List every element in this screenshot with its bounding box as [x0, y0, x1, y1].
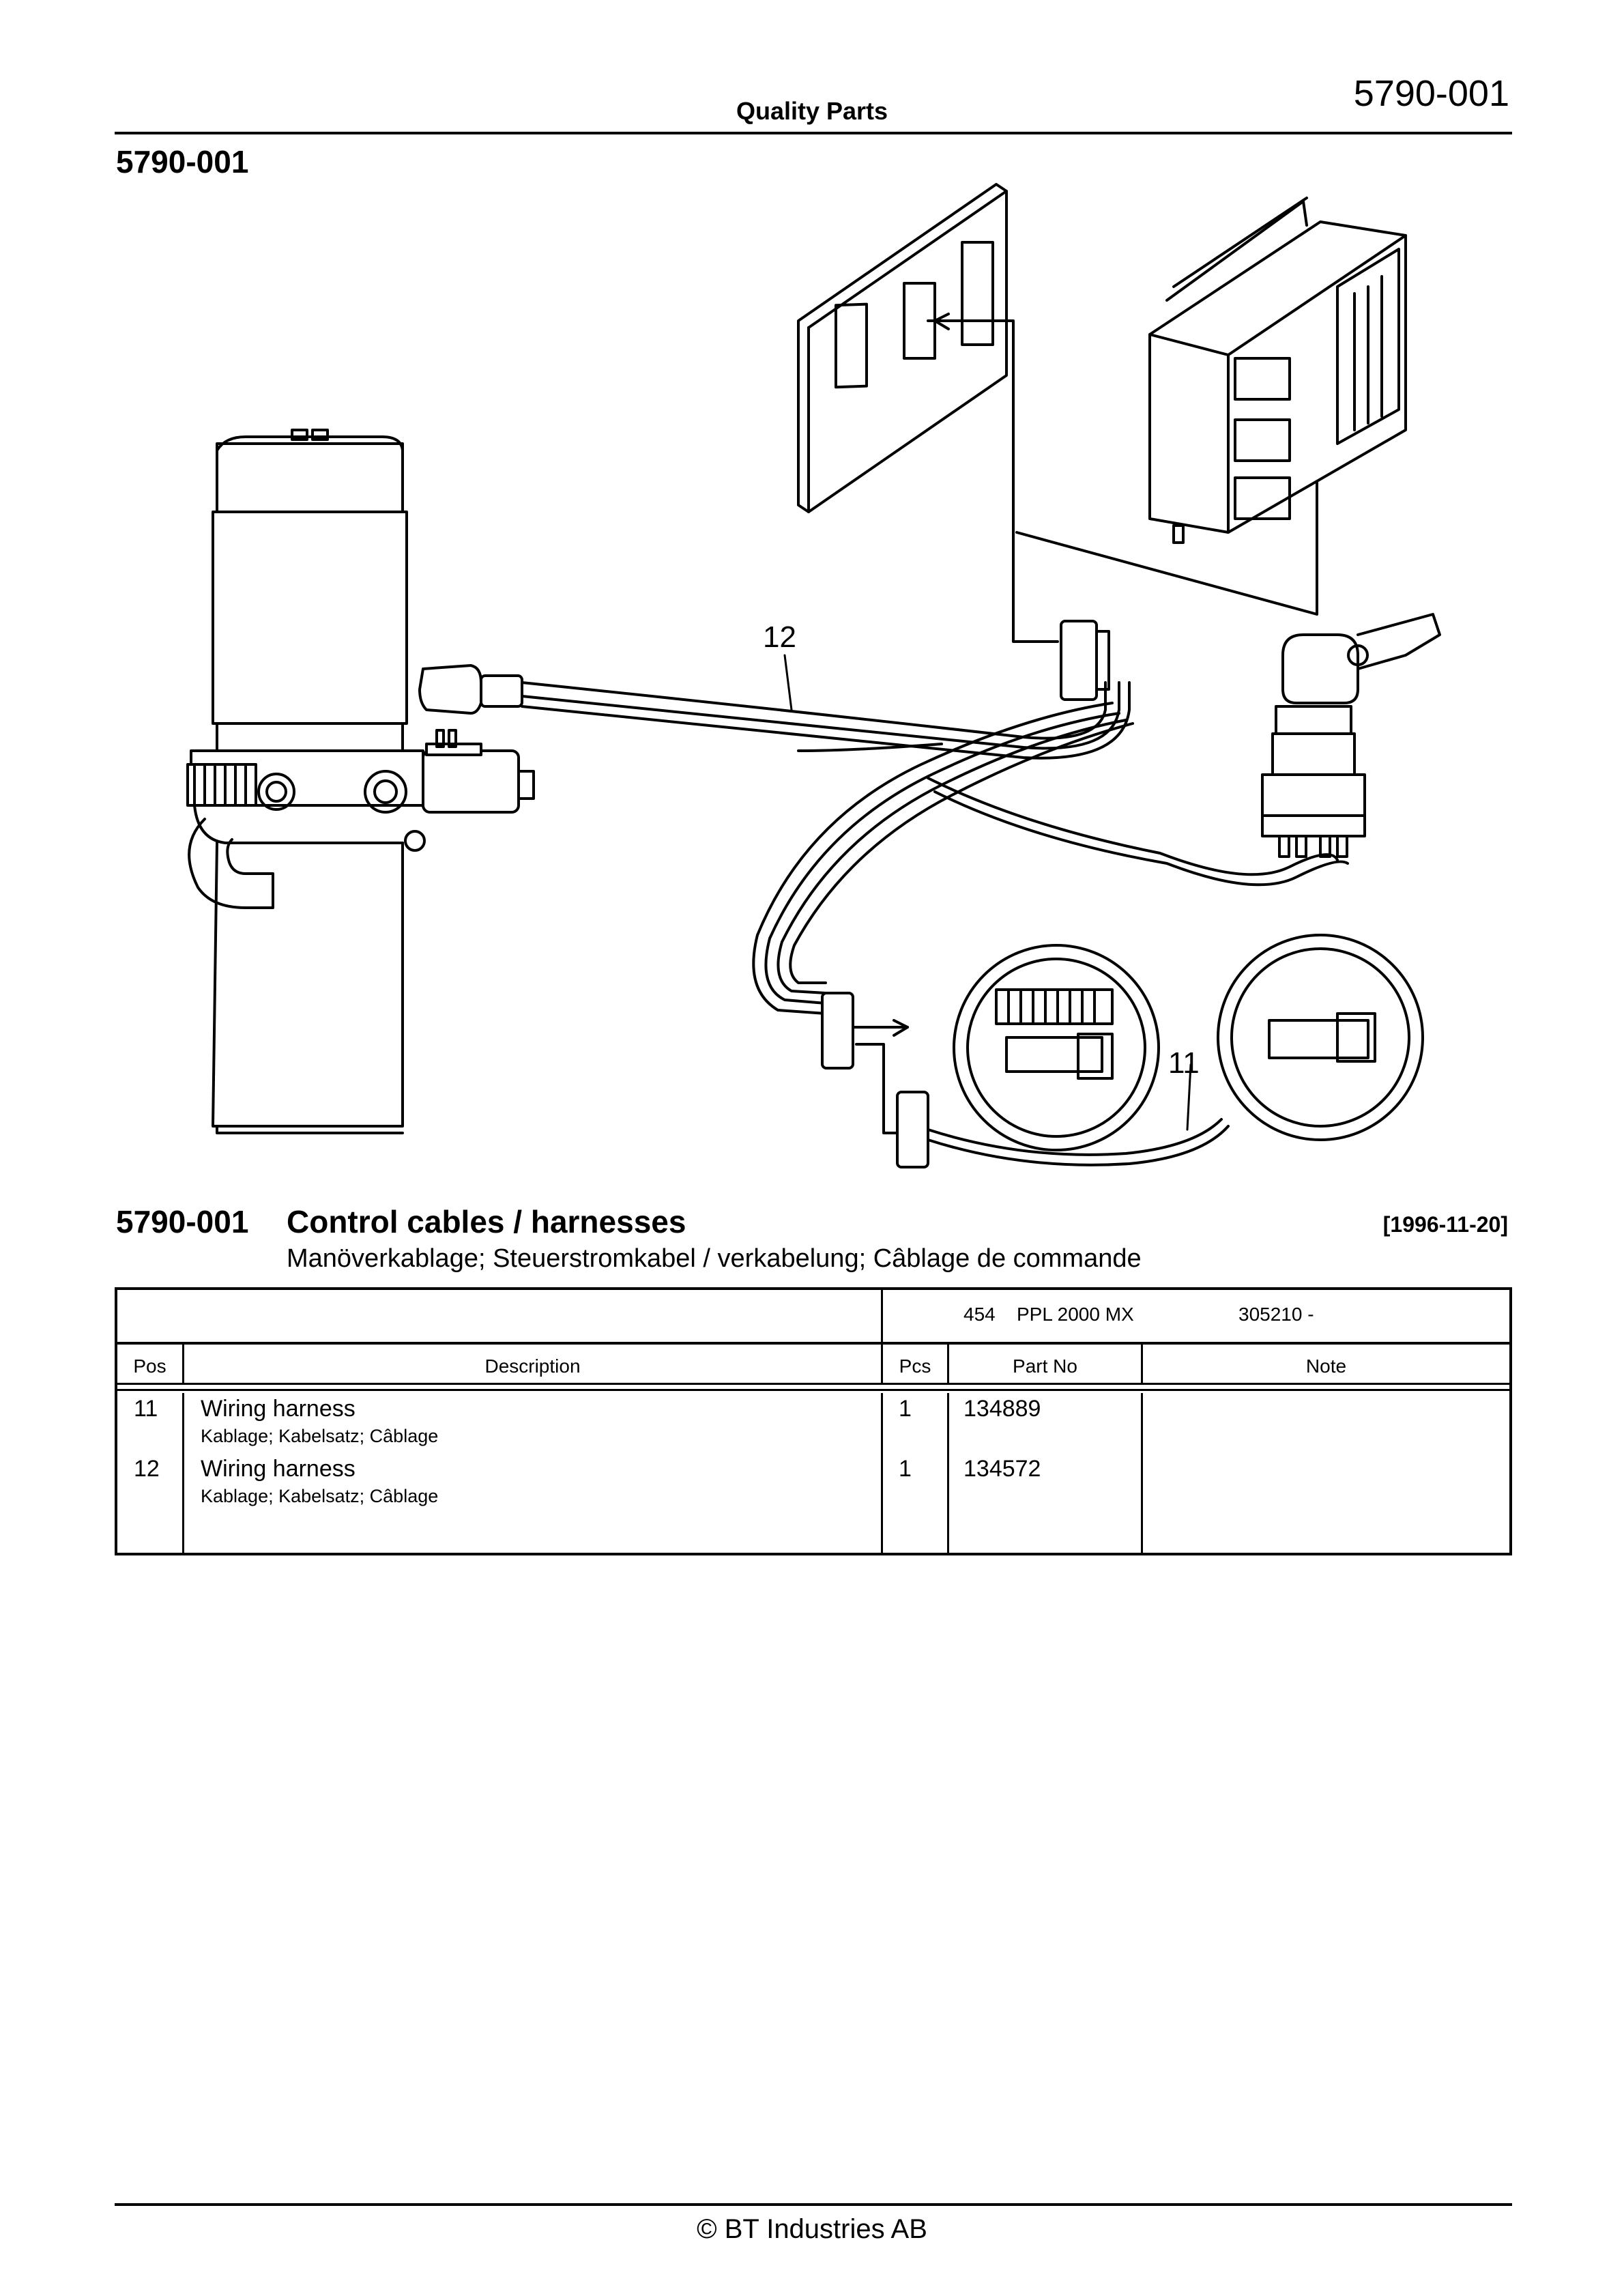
row-part-no: 134572	[963, 1456, 1041, 1482]
row-pos: 12	[134, 1456, 160, 1482]
document-number: 5790-001	[1353, 73, 1509, 114]
wiring-diagram: 12 11	[186, 183, 1441, 1168]
table-row: 12 Wiring harness Kablage; Kabelsatz; Câ…	[117, 1453, 1509, 1513]
section-title: Control cables / harnesses	[287, 1204, 686, 1239]
column-header-description: Description	[182, 1345, 881, 1383]
row-part-no: 134889	[963, 1396, 1041, 1422]
cable-harness-11	[821, 992, 1230, 1168]
model-name: PPL 2000 MX	[1017, 1304, 1134, 1325]
row-pcs: 1	[899, 1456, 912, 1482]
col-line-pcs	[881, 1393, 947, 1553]
key-switch	[1261, 613, 1441, 858]
section-subtitle: Manöverkablage; Steuerstromkabel / verka…	[287, 1244, 1142, 1273]
header-divider	[115, 132, 1512, 134]
column-header-note: Note	[1141, 1345, 1509, 1383]
table-row: 11 Wiring harness Kablage; Kabelsatz; Câ…	[117, 1393, 1509, 1453]
instrument-display-right	[1217, 934, 1424, 1141]
row-description-translations: Kablage; Kabelsatz; Câblage	[201, 1426, 439, 1446]
model-code: 454	[963, 1304, 996, 1325]
row-description: Wiring harness	[201, 1456, 356, 1482]
row-description: Wiring harness	[201, 1396, 356, 1422]
row-description-translations: Kablage; Kabelsatz; Câblage	[201, 1486, 439, 1506]
column-header-pcs: Pcs	[881, 1345, 947, 1383]
column-header-part-no: Part No	[947, 1345, 1141, 1383]
row-pcs: 1	[899, 1396, 912, 1422]
parts-table: 454 PPL 2000 MX 305210 - Pos Description…	[115, 1287, 1512, 1555]
circuit-board	[797, 183, 1335, 643]
col-line-note	[1141, 1393, 1509, 1553]
row-pos: 11	[134, 1396, 158, 1422]
section-date: [1996-11-20]	[1382, 1212, 1508, 1237]
model-row: 454 PPL 2000 MX 305210 -	[117, 1290, 1509, 1345]
header-title: Quality Parts	[736, 97, 888, 125]
callout-11: 11	[1168, 1046, 1200, 1080]
callout-12: 12	[763, 620, 796, 654]
col-line-part	[947, 1393, 1141, 1553]
instrument-display-left	[953, 944, 1160, 1151]
model-serial: 305210 -	[1238, 1304, 1314, 1325]
col-line-desc	[182, 1393, 881, 1553]
section-title-number: 5790-001	[116, 1204, 249, 1239]
pump-motor-unit	[186, 429, 535, 1134]
footer-divider	[115, 2203, 1512, 2206]
section-number: 5790-001	[116, 144, 249, 180]
footer-copyright: © BT Industries AB	[697, 2214, 927, 2244]
cable-harness-12	[521, 620, 1349, 1015]
controller-unit	[1148, 197, 1407, 544]
table-body: 11 Wiring harness Kablage; Kabelsatz; Câ…	[117, 1393, 1509, 1553]
column-header-pos: Pos	[133, 1355, 166, 1377]
model-cell-divider	[881, 1290, 883, 1342]
table-header: Pos Description Pcs Part No Note	[117, 1345, 1509, 1391]
